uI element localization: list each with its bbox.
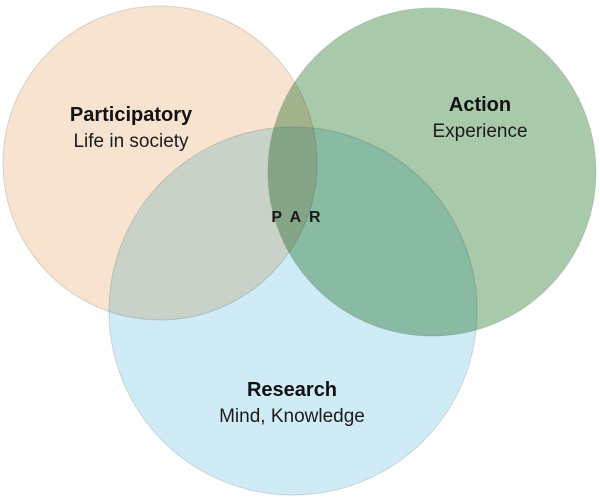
participatory-title: Participatory xyxy=(69,104,193,126)
research-subtitle: Mind, Knowledge xyxy=(219,406,365,427)
research-circle xyxy=(108,126,478,496)
research-title: Research xyxy=(246,379,338,401)
action-title: Action xyxy=(448,94,512,116)
participatory-subtitle: Life in society xyxy=(73,131,189,152)
action-subtitle: Experience xyxy=(432,121,528,142)
research-label-block: Research Mind, Knowledge xyxy=(162,376,422,431)
center-overlap-label: P A R xyxy=(271,209,323,226)
action-label-block: Action Experience xyxy=(380,91,580,146)
participatory-label-block: Participatory Life in society xyxy=(28,101,234,156)
